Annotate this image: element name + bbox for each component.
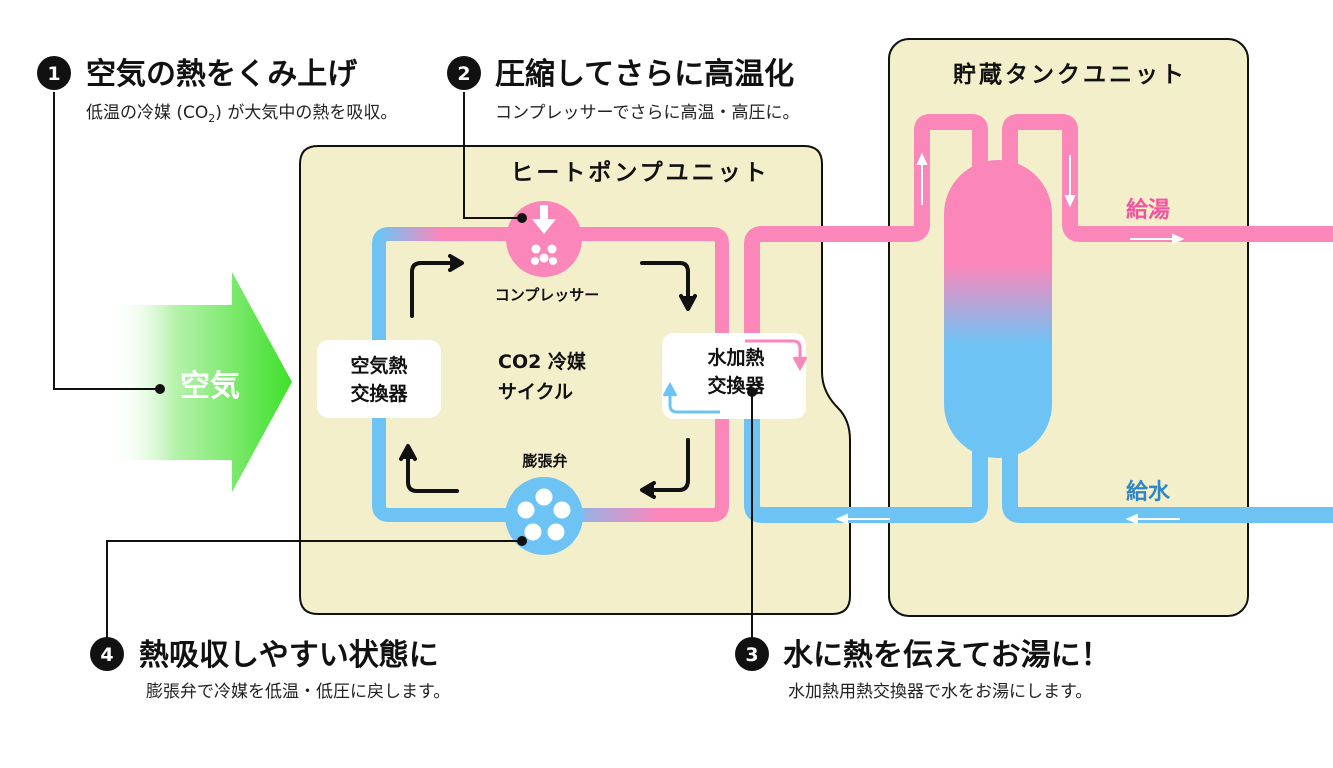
clockwise-cycle-arrows-icon bbox=[399, 254, 697, 499]
cycle-label-line1: CO2 冷媒 bbox=[498, 350, 587, 373]
step-1-desc-before: 低温の冷媒 (CO bbox=[86, 103, 208, 123]
water-heat-exchanger-box bbox=[662, 333, 806, 419]
step-1-desc-after: ) が大気中の熱を吸収。 bbox=[215, 103, 397, 123]
step-2-desc: コンプレッサーでさらに高温・高圧に。 bbox=[495, 103, 799, 123]
step-3-badge bbox=[735, 637, 769, 671]
valve-label: 膨張弁 bbox=[522, 452, 567, 470]
leader-dot bbox=[155, 384, 165, 394]
cold-inlet-label: 給水 bbox=[1126, 479, 1171, 505]
flow-arrow-icon bbox=[835, 152, 1185, 525]
leader-lines bbox=[53, 92, 753, 645]
step-1-title: 空気の熱をくみ上げ bbox=[86, 57, 358, 92]
step-3-desc: 水加熱用熱交換器で水をお湯にします。 bbox=[788, 682, 1092, 702]
compressor-label: コンプレッサー bbox=[495, 286, 600, 304]
step-1-badge bbox=[37, 56, 71, 90]
step-4-number: 4 bbox=[100, 644, 113, 666]
step-2-number: 2 bbox=[457, 63, 470, 85]
step-3-number: 3 bbox=[745, 644, 758, 666]
cycle-label-line2: サイクル bbox=[498, 381, 573, 403]
air-flow-arrow-icon bbox=[110, 272, 292, 492]
hot-outlet-label: 給湯 bbox=[1126, 197, 1170, 223]
step-1-number: 1 bbox=[47, 63, 60, 85]
air-label: 空気 bbox=[180, 369, 240, 404]
heat-transfer-arrows-icon bbox=[662, 339, 808, 414]
step-4-badge bbox=[90, 637, 124, 671]
step-4-desc: 膨張弁で冷媒を低温・低圧に戻します。 bbox=[146, 682, 450, 702]
air-hx-label-line1: 空気熱 bbox=[350, 354, 407, 377]
storage-tank bbox=[944, 160, 1052, 458]
step-2-badge bbox=[447, 56, 481, 90]
leader-dot bbox=[747, 387, 757, 397]
step-1-desc-sub: 2 bbox=[208, 112, 215, 125]
water-hx-label-line1: 水加熱 bbox=[707, 346, 764, 369]
step-3-title: 水に熱を伝えてお湯に！ bbox=[783, 638, 1111, 673]
air-heat-exchanger-box bbox=[317, 340, 441, 418]
expansion-valve-icon bbox=[505, 477, 583, 555]
tank-unit-title: 貯蔵タンクユニット bbox=[953, 61, 1187, 88]
leader-dot bbox=[517, 536, 527, 546]
heat-pump-unit-title: ヒートポンプユニット bbox=[510, 159, 769, 186]
air-hx-label-line2: 交換器 bbox=[350, 382, 408, 405]
water-hx-label-line2: 交換器 bbox=[707, 374, 765, 397]
step-2-title: 圧縮してさらに高温化 bbox=[495, 57, 794, 92]
leader-dot bbox=[517, 213, 527, 223]
compressor-down-arrow-icon bbox=[506, 201, 582, 277]
step-4-title: 熱吸収しやすい状態に bbox=[139, 638, 439, 673]
step-1-desc: 低温の冷媒 (CO2) が大気中の熱を吸収。 bbox=[86, 103, 397, 125]
